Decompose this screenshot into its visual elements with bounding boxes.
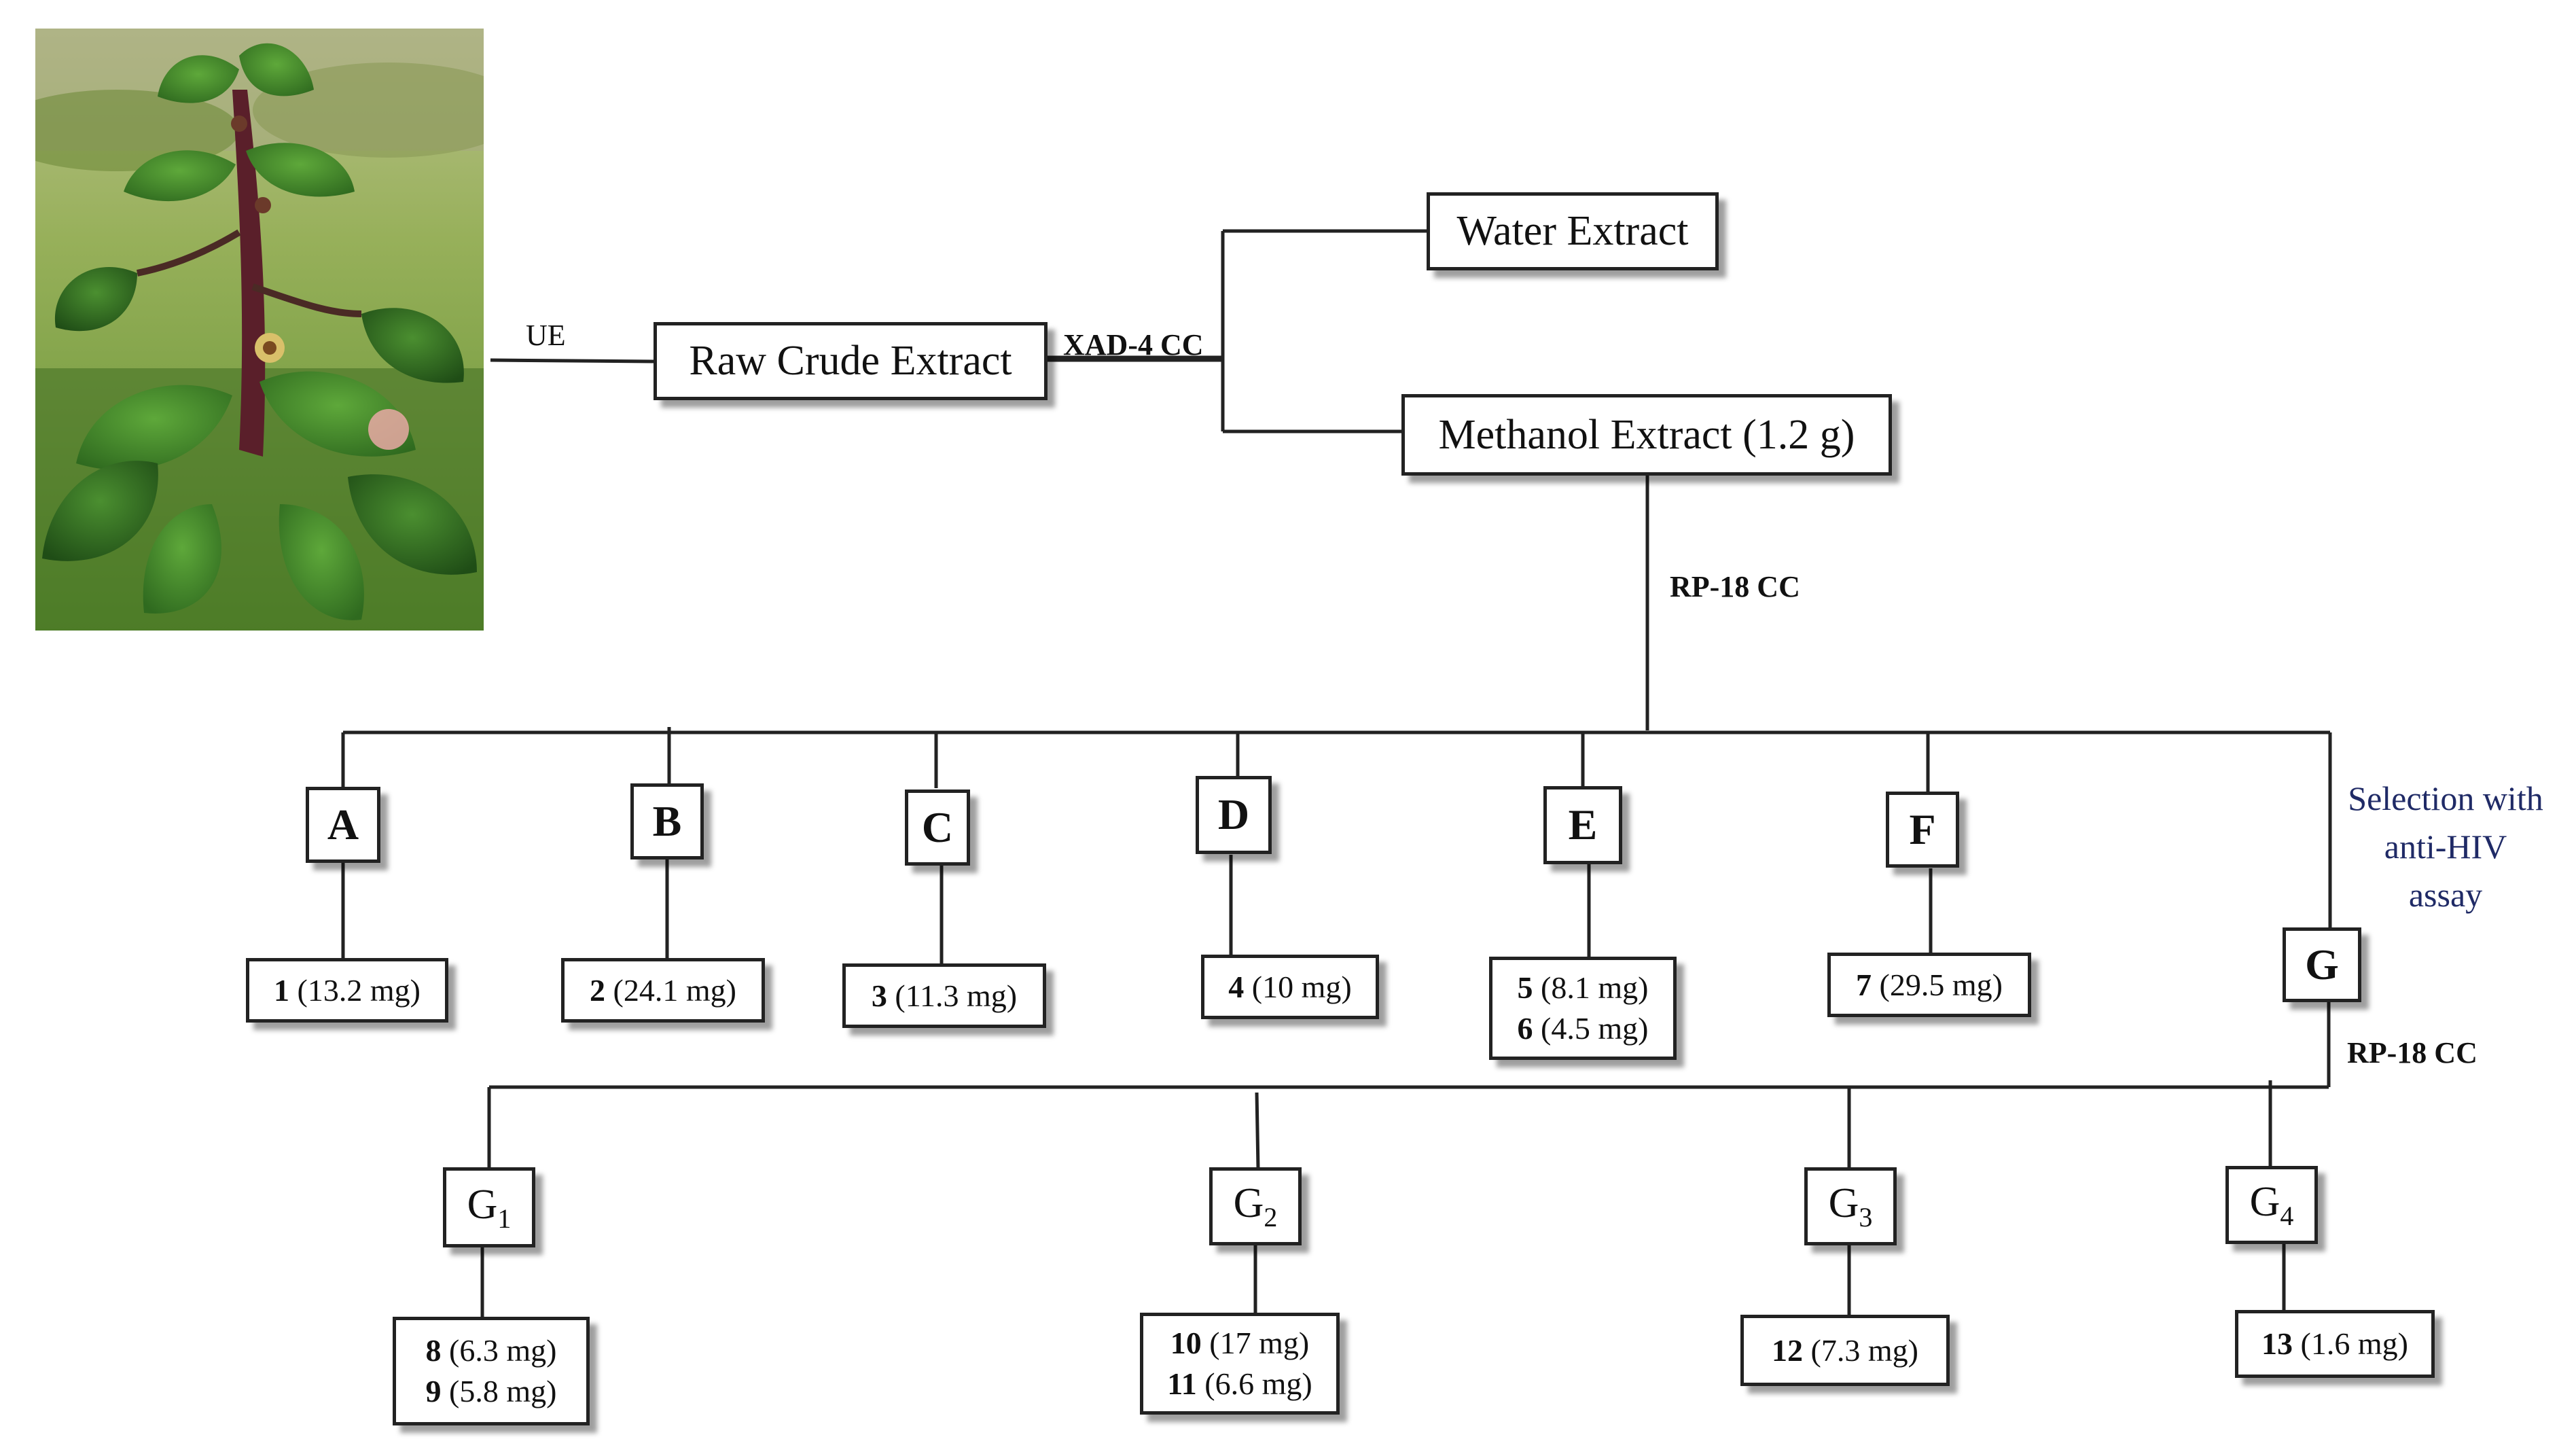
plant-illustration bbox=[35, 29, 484, 631]
selection-line-3: assay bbox=[2408, 876, 2483, 914]
yield-line: 13 (1.6 mg) bbox=[2261, 1326, 2408, 1362]
subfraction-label: G3 bbox=[1828, 1180, 1873, 1233]
raw-crude-extract-label: Raw Crude Extract bbox=[689, 338, 1012, 385]
yield-box-f: 7 (29.5 mg) bbox=[1827, 953, 2031, 1017]
yield-box-g3: 12 (7.3 mg) bbox=[1740, 1315, 1950, 1386]
fraction-label: B bbox=[652, 796, 682, 845]
yield-box-d: 4 (10 mg) bbox=[1201, 955, 1379, 1019]
selection-note: Selection with anti-HIV assay bbox=[2330, 775, 2561, 919]
rp18-g-label: RP-18 CC bbox=[2347, 1036, 2477, 1069]
fraction-b-box: B bbox=[630, 783, 704, 859]
yield-line: 1 (13.2 mg) bbox=[274, 972, 421, 1008]
ue-label: UE bbox=[526, 319, 566, 352]
subfraction-g4-box: G4 bbox=[2225, 1166, 2318, 1244]
yield-box-g2: 10 (17 mg) 11 (6.6 mg) bbox=[1140, 1313, 1340, 1415]
fraction-label: C bbox=[921, 802, 954, 851]
yield-box-e: 5 (8.1 mg) 6 (4.5 mg) bbox=[1489, 957, 1677, 1060]
yield-line: 6 (4.5 mg) bbox=[1517, 1011, 1649, 1046]
subfraction-g2-box: G2 bbox=[1209, 1167, 1302, 1245]
selection-line-2: anti-HIV bbox=[2384, 828, 2507, 866]
fraction-a-box: A bbox=[306, 787, 380, 863]
yield-line: 7 (29.5 mg) bbox=[1856, 967, 2003, 1002]
yield-line: 5 (8.1 mg) bbox=[1517, 970, 1649, 1006]
yield-box-c: 3 (11.3 mg) bbox=[842, 963, 1046, 1028]
fraction-d-box: D bbox=[1196, 776, 1272, 854]
fraction-g-box: G bbox=[2283, 927, 2361, 1002]
fraction-label: G bbox=[2305, 940, 2339, 989]
yield-line: 3 (11.3 mg) bbox=[871, 978, 1018, 1013]
subfraction-g1-box: G1 bbox=[443, 1167, 535, 1247]
yield-line: 8 (6.3 mg) bbox=[425, 1333, 557, 1368]
fraction-c-box: C bbox=[905, 790, 970, 866]
subfraction-label: G4 bbox=[2249, 1179, 2294, 1231]
fraction-label: D bbox=[1217, 790, 1250, 839]
yield-line: 12 (7.3 mg) bbox=[1772, 1332, 1918, 1368]
subfraction-label: G2 bbox=[1233, 1180, 1278, 1233]
methanol-extract-box: Methanol Extract (1.2 g) bbox=[1401, 394, 1892, 476]
yield-line: 9 (5.8 mg) bbox=[425, 1374, 557, 1408]
water-extract-label: Water Extract bbox=[1456, 208, 1689, 255]
methanol-extract-label: Methanol Extract (1.2 g) bbox=[1438, 411, 1855, 458]
yield-line: 4 (10 mg) bbox=[1228, 969, 1352, 1004]
water-extract-box: Water Extract bbox=[1427, 192, 1719, 270]
fraction-label: E bbox=[1568, 800, 1598, 849]
plant-photo bbox=[35, 29, 484, 631]
fraction-label: F bbox=[1909, 804, 1936, 853]
xad4-label: XAD-4 CC bbox=[1063, 328, 1204, 361]
yield-line: 10 (17 mg) bbox=[1170, 1326, 1310, 1361]
yield-box-g4: 13 (1.6 mg) bbox=[2235, 1310, 2435, 1378]
yield-box-g1: 8 (6.3 mg) 9 (5.8 mg) bbox=[393, 1317, 590, 1425]
fraction-f-box: F bbox=[1886, 792, 1959, 868]
raw-crude-extract-box: Raw Crude Extract bbox=[654, 322, 1048, 400]
yield-box-a: 1 (13.2 mg) bbox=[246, 958, 448, 1023]
yield-line: 2 (24.1 mg) bbox=[590, 972, 736, 1008]
selection-line-1: Selection with bbox=[2348, 779, 2543, 817]
rp18-top-label: RP-18 CC bbox=[1670, 570, 1800, 603]
yield-line: 11 (6.6 mg) bbox=[1167, 1366, 1312, 1401]
subfraction-g3-box: G3 bbox=[1804, 1167, 1897, 1245]
subfraction-label: G1 bbox=[467, 1181, 512, 1234]
yield-box-b: 2 (24.1 mg) bbox=[561, 958, 765, 1023]
fraction-e-box: E bbox=[1543, 786, 1622, 864]
fraction-label: A bbox=[327, 800, 359, 849]
